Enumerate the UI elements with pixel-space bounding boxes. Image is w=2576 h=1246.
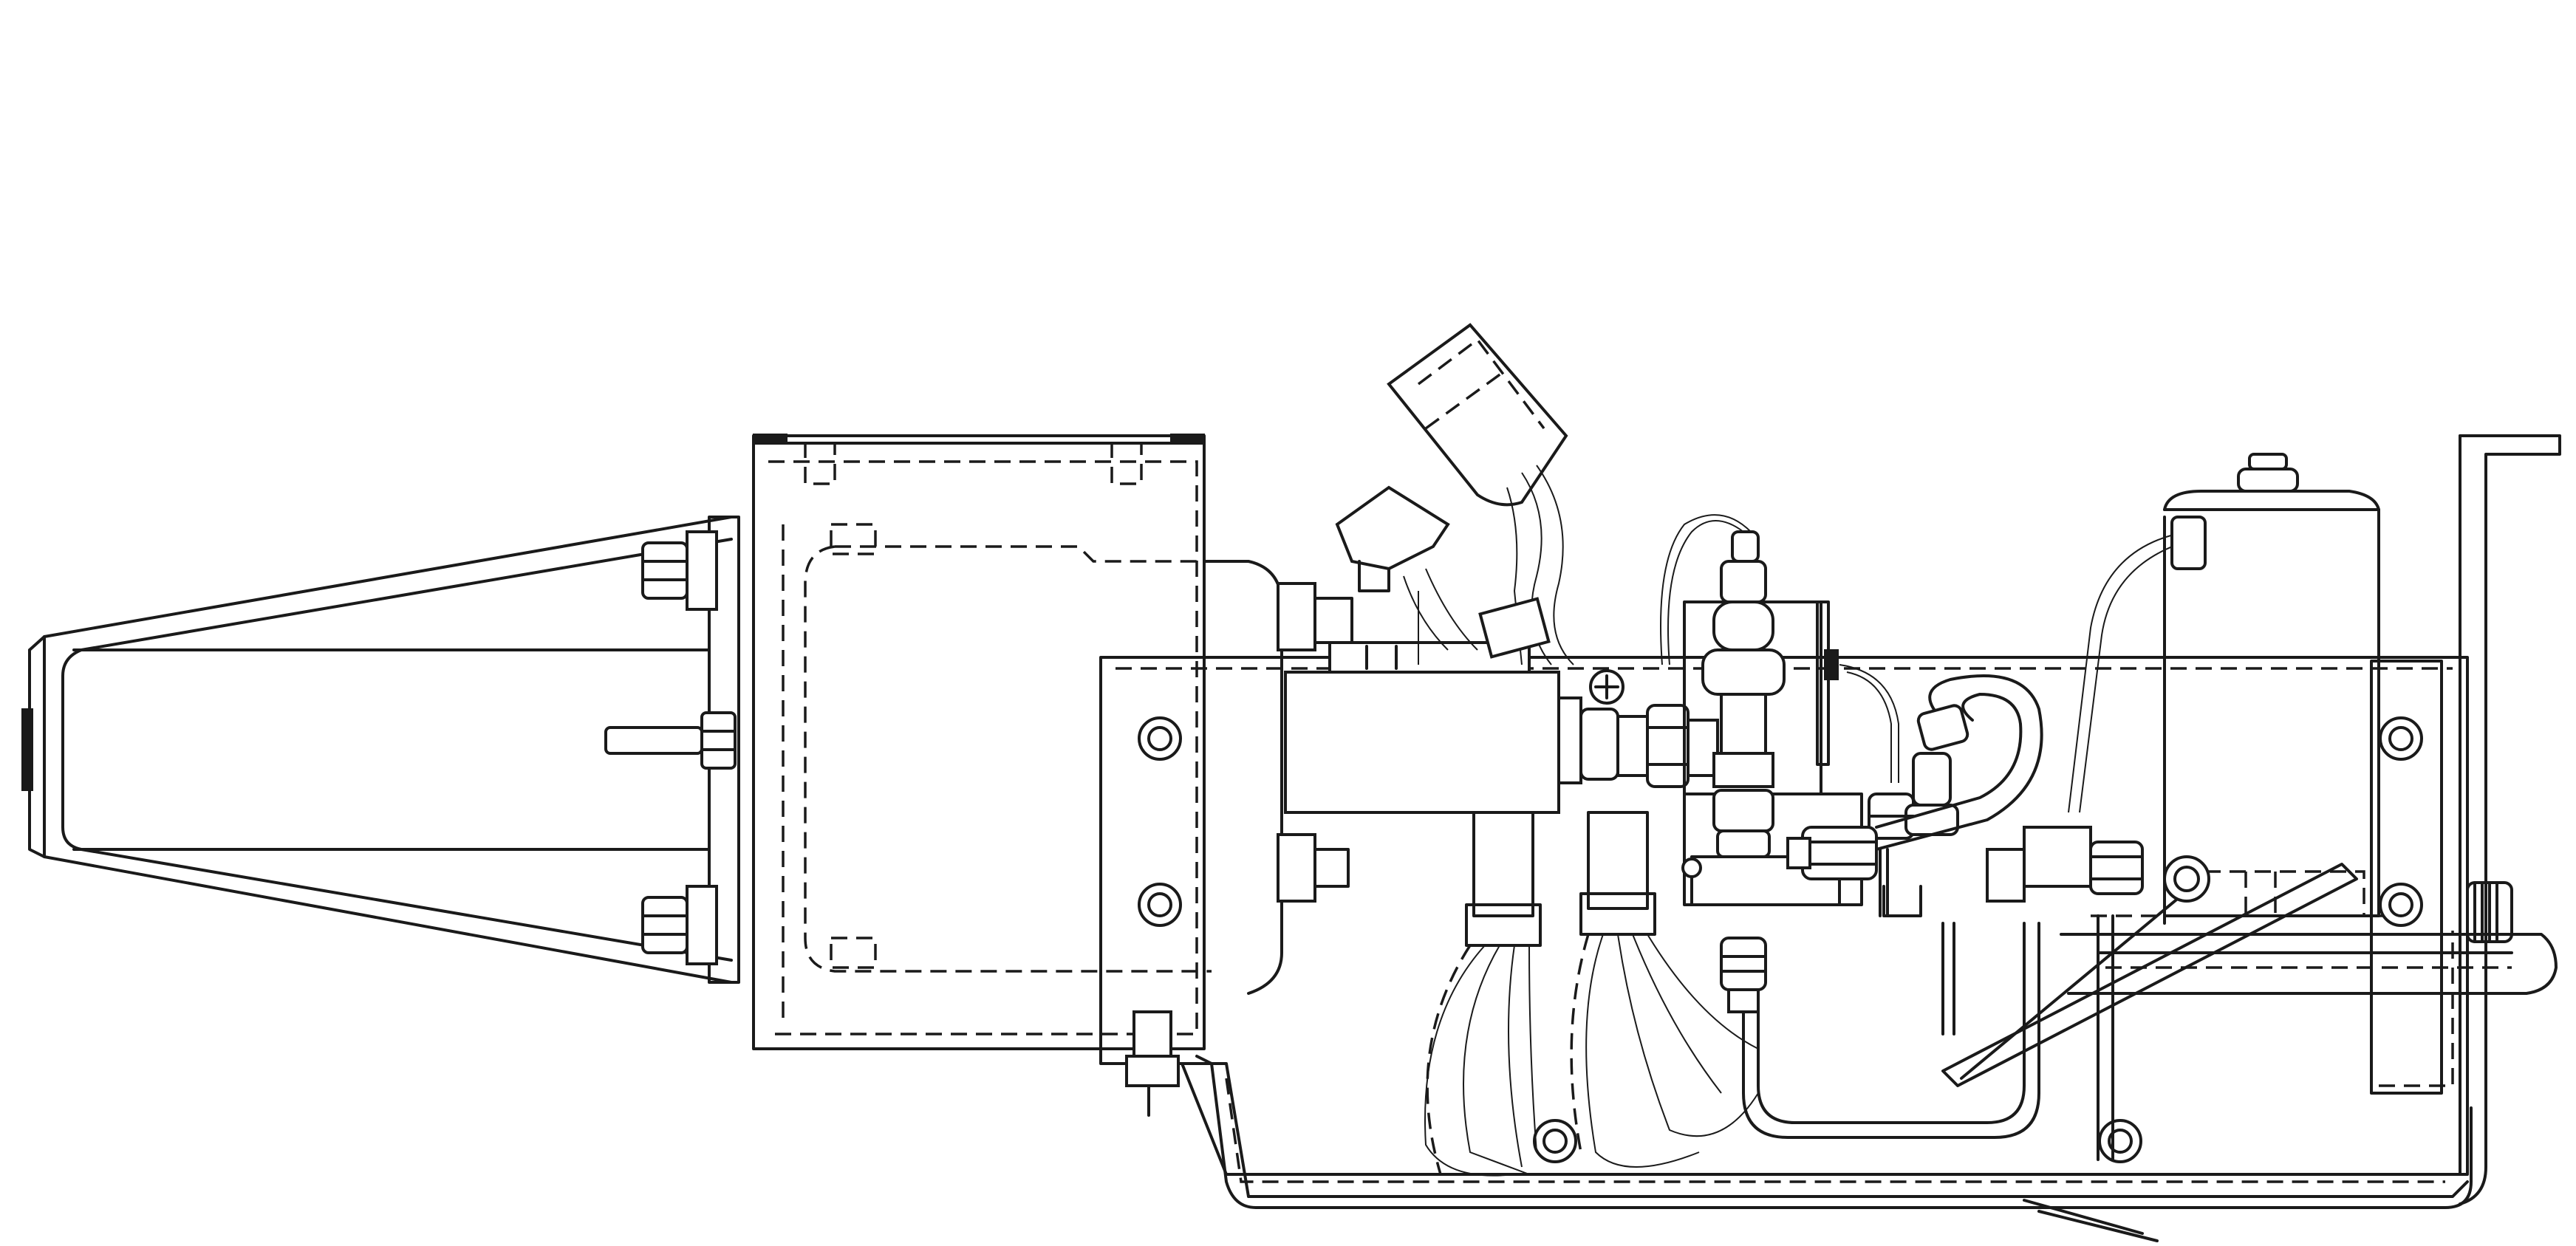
screw-2: [1138, 883, 1182, 927]
end-plate-bracket: [2091, 434, 2561, 1205]
wiring-connector-plug: [1335, 323, 1574, 665]
motor-housing: [752, 434, 1353, 1050]
hex-bolt-upper: [641, 530, 718, 611]
hex-bolt-middle: [604, 711, 737, 770]
hex-bolt-lower: [641, 885, 718, 965]
hydraulic-hose-loop: [1786, 674, 2144, 903]
screw-5: [2379, 716, 2423, 761]
pump-cylinder: [1284, 641, 1719, 814]
base-tray: [1099, 656, 2473, 1242]
screw-6: [2379, 883, 2423, 927]
valve-manifold-block: [1660, 514, 1959, 1013]
screw-4: [2098, 1119, 2142, 1163]
tapered-mounting-bracket: [21, 516, 740, 984]
sensor-probes: [1424, 811, 1759, 1177]
grounding-nut: [1589, 669, 1624, 705]
screw-3: [1533, 1119, 1577, 1163]
hydraulic-lines: [1742, 664, 2358, 1139]
reservoir-tank: [2060, 453, 2558, 995]
screw-1: [1138, 716, 1182, 761]
